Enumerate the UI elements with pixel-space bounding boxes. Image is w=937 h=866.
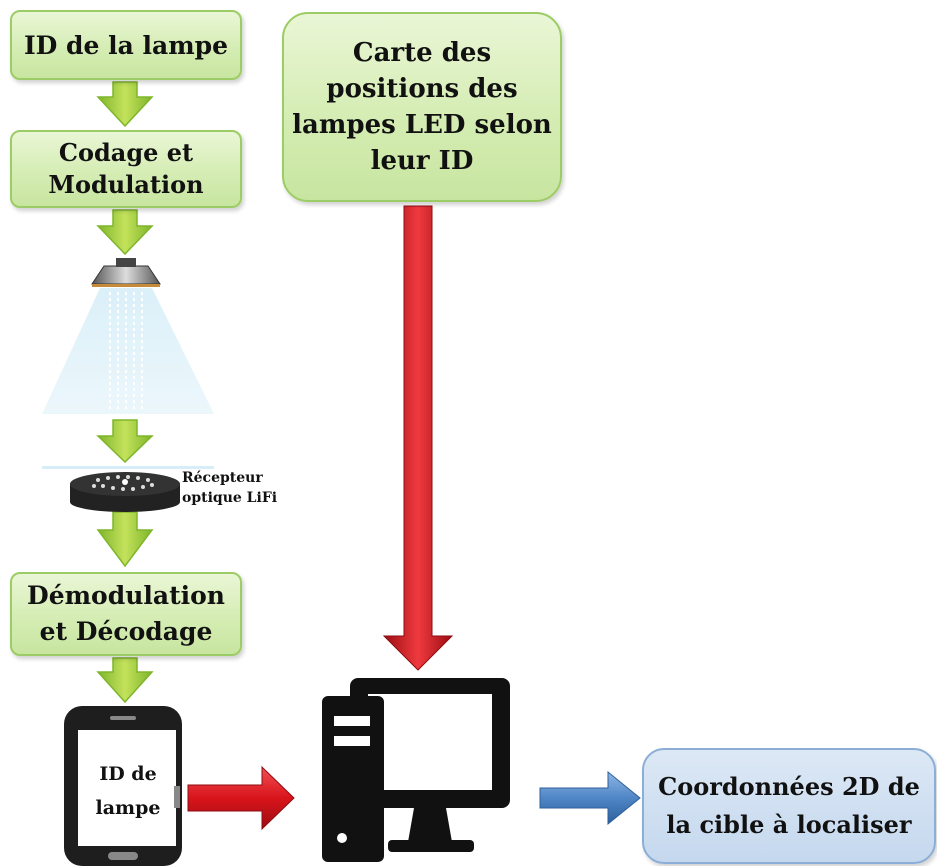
- phone-screen-text: ID de lampe: [95, 763, 161, 819]
- node-id-lampe: ID de la lampe: [10, 10, 242, 80]
- arrow-receiver-to-demod: [96, 511, 154, 568]
- light-beam: [42, 288, 214, 414]
- arrow-codage-to-lamp: [96, 209, 154, 256]
- receiver-label: Récepteur optique LiFi: [182, 470, 278, 506]
- arrow-id-to-codage: [96, 81, 154, 128]
- led-lamp-icon: [91, 258, 161, 287]
- arrow-phone-to-computer: [187, 765, 295, 831]
- node-coordonnees-2d: Coordonnées 2D de la cible à localiser: [642, 748, 936, 864]
- arrow-carte-to-computer: [382, 205, 454, 671]
- lifi-receiver-icon: [42, 466, 214, 512]
- smartphone-icon: [64, 706, 182, 866]
- node-demodulation-decodage: Démodulation et Décodage: [10, 572, 242, 656]
- node-codage-modulation: Codage et Modulation: [10, 130, 242, 208]
- node-demodulation-label: Démodulation et Décodage: [27, 581, 225, 646]
- node-coordonnees-label: Coordonnées 2D de la cible à localiser: [658, 772, 920, 839]
- arrow-computer-to-coordinates: [539, 770, 641, 826]
- node-carte-positions: Carte des positions des lampes LED selon…: [282, 12, 562, 202]
- arrow-beam-to-receiver: [96, 419, 154, 464]
- desktop-computer-icon: [322, 678, 510, 862]
- node-id-lampe-label: ID de la lampe: [23, 30, 229, 60]
- node-carte-label: Carte des positions des lampes LED selon…: [292, 38, 552, 176]
- node-codage-label: Codage et Modulation: [48, 138, 204, 199]
- arrow-demod-to-phone: [96, 657, 154, 704]
